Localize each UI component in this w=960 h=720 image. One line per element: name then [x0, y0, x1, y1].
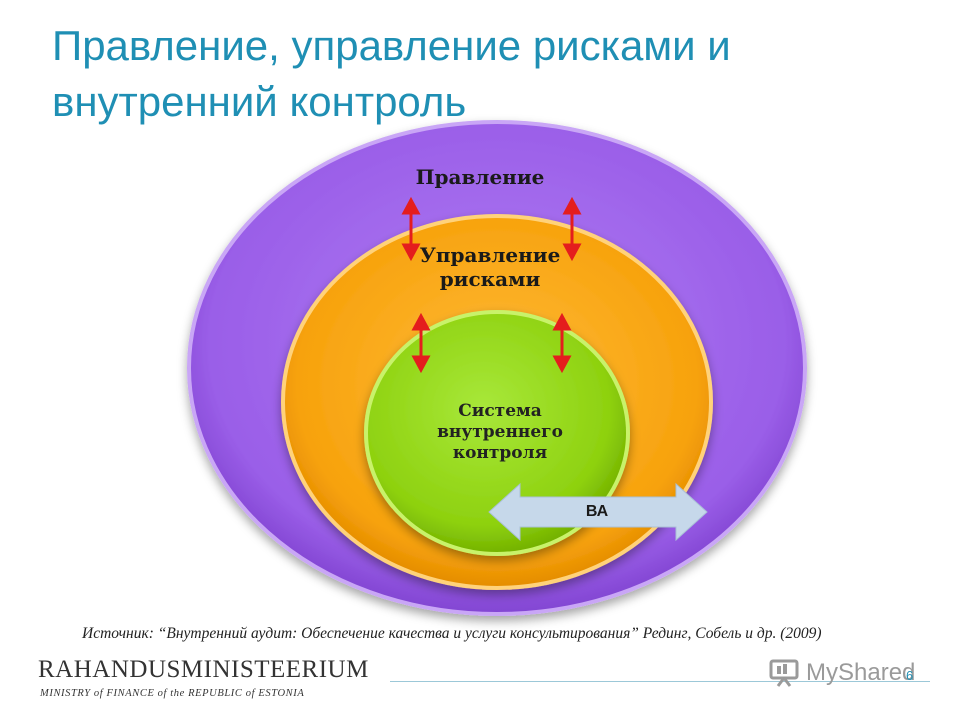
va-label: ВА — [585, 503, 609, 520]
double-arrow-icon — [401, 196, 421, 262]
double-arrow-icon — [552, 312, 572, 374]
risk-management-label: Управление рисками — [419, 243, 561, 291]
link-arrows — [401, 196, 582, 374]
governance-label: Правление — [415, 165, 545, 189]
internal-control-circle — [364, 310, 630, 556]
double-arrow-icon — [562, 196, 582, 262]
source-citation: Источник: “Внутренний аудит: Обеспечение… — [82, 625, 822, 642]
slide-title: Правление, управление рисками и внутренн… — [52, 22, 731, 125]
ministry-logo-text: RAHANDUSMINISTEERIUM — [38, 656, 369, 683]
slide-number: 6 — [906, 668, 914, 683]
watermark: MyShared — [768, 658, 915, 688]
ministry-logo-subtitle: MINISTRY of FINANCE of the REPUBLIC of E… — [40, 688, 305, 699]
presentation-icon — [769, 659, 799, 687]
double-arrow-icon — [411, 312, 431, 374]
internal-control-label: Система внутреннего контроля — [437, 401, 563, 463]
footer-divider — [390, 681, 930, 682]
watermark-text: MyShared — [806, 659, 916, 686]
va-double-arrow — [488, 482, 708, 542]
